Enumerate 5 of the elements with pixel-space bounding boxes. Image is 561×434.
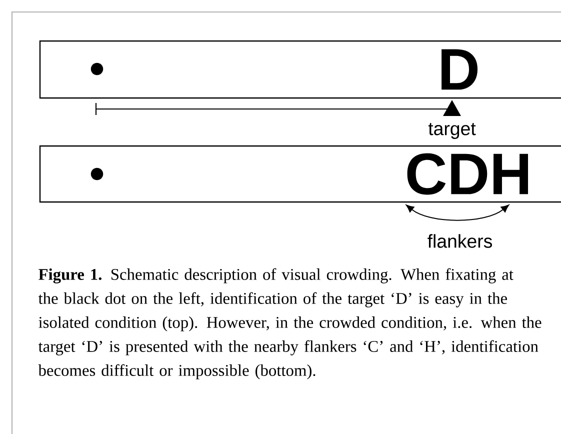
figure-caption: Figure 1. Schematic description of visual crowding. When fixating at the black dot on the left, identification of the target ‘D’ is easy in the isolated condition (top). However, in the crowded condition, i.e. when the target ‘D’ is presented with the nearby flankers ‘C’ and ‘H’, identification becomes difficult or impossible (bottom). — [38, 268, 542, 380]
part-label: flankers — [428, 234, 492, 248]
part-label: target — [428, 123, 476, 139]
stimulus-box: D — [39, 40, 561, 99]
stimulus-box: CDH — [39, 145, 561, 203]
